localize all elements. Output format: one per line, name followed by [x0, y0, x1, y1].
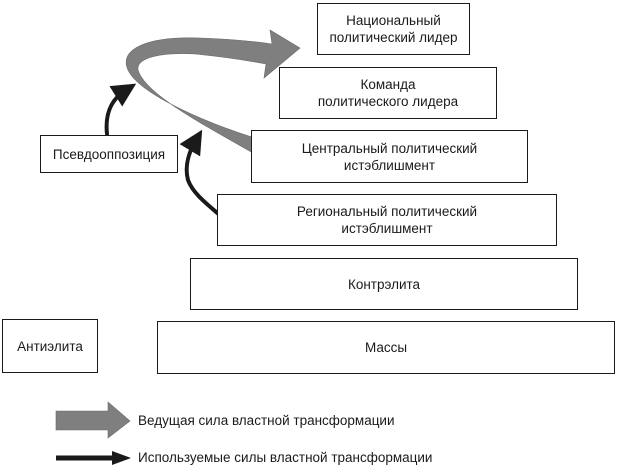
regional-establishment-line-1: Региональный политический — [296, 204, 478, 219]
national-leader-line-1: Национальный — [346, 13, 441, 28]
legend-leading-force-arrow — [55, 401, 131, 439]
central-establishment-line-2: истэблишмент — [343, 157, 436, 173]
box-leader-team: Команда политического лидера — [279, 67, 497, 119]
central-establishment-line-1: Центральный политический — [301, 140, 478, 156]
legend-used-forces-arrowhead — [112, 451, 131, 465]
box-anti-elite: Антиэлита — [2, 319, 98, 373]
box-counter-elite: Контрэлита — [190, 258, 578, 310]
box-masses: Массы — [157, 321, 615, 374]
box-pseudo-opposition: Псевдооппозиция — [40, 135, 178, 173]
leader-team-line-2: политического лидера — [317, 94, 459, 109]
anti-elite-label: Антиэлита — [17, 338, 83, 354]
masses-label: Массы — [364, 340, 408, 355]
leader-team-line-1: Команда — [360, 77, 416, 92]
legend-used-forces-label: Используемые силы властной трансформации — [138, 450, 433, 465]
pseudo-opposition-label: Псевдооппозиция — [52, 146, 166, 162]
leading-force-arrow — [125, 29, 301, 161]
pseudo-opposition-arrow — [104, 83, 137, 136]
regional-establishment-line-2: истэблишмент — [341, 221, 433, 236]
box-national-leader: Национальный политический лидер — [317, 3, 470, 55]
legend-leading-force-label: Ведущая сила властной трансформации — [138, 413, 395, 428]
national-leader-line-2: политический лидер — [329, 30, 458, 45]
box-regional-establishment: Региональный политический истэблишмент — [217, 194, 557, 246]
counter-elite-label: Контрэлита — [347, 276, 421, 292]
